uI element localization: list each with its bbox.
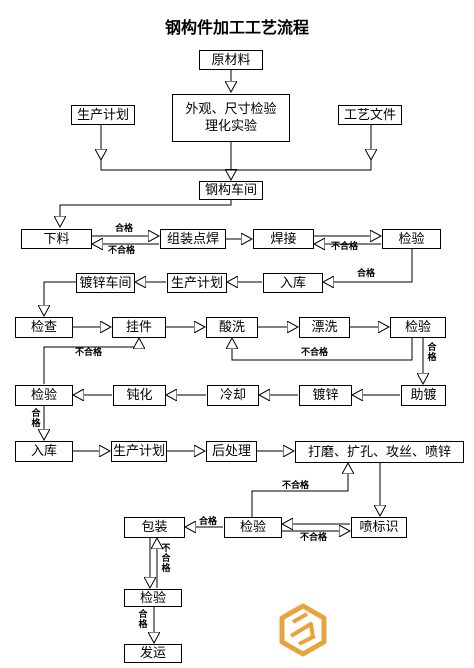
node-cooling: 冷却 [207, 385, 259, 406]
node-check: 检查 [15, 317, 73, 338]
diagram-title: 钢构件加工工艺流程 [164, 18, 309, 37]
label-pass: 合格 [31, 409, 41, 429]
label-fail: 不合格 [161, 544, 171, 574]
label-fail: 不合格 [108, 246, 136, 256]
arrow-inspect-back-hanging [43, 338, 139, 384]
node-hanging: 挂件 [112, 317, 166, 338]
label-pass: 合格 [199, 517, 218, 527]
node-steel-workshop: 钢构车间 [199, 181, 263, 200]
node-flux-plating: 助镀 [401, 385, 446, 406]
arrow-galvshop-to-check [44, 281, 76, 316]
node-warehouse-in-1: 入库 [263, 273, 323, 293]
node-packing: 包装 [124, 517, 185, 538]
company-logo [279, 603, 327, 657]
label-pass: 合格 [427, 343, 437, 363]
node-passivation: 钝化 [113, 385, 166, 406]
logo-hexagon [279, 603, 327, 657]
node-production-plan-top: 生产计划 [71, 105, 135, 125]
arrow-inspect-to-warehouse [323, 248, 413, 282]
node-spray-mark: 喷标识 [351, 517, 407, 538]
label-pass: 合格 [115, 224, 134, 234]
label-fail: 不合格 [282, 481, 310, 491]
node-production-plan-3: 生产计划 [111, 441, 167, 462]
node-shipping: 发运 [124, 644, 182, 663]
arrow-inspect-back-pickling [232, 337, 413, 361]
node-inspect-weld: 检验 [382, 229, 441, 249]
node-assembly-spot-weld: 组装点焊 [160, 229, 226, 249]
node-galvanizing: 镀锌 [299, 385, 352, 406]
label-fail: 不合格 [300, 533, 328, 543]
node-inspect-final: 检验 [224, 517, 282, 538]
label-pass: 合格 [357, 269, 376, 279]
label-fail: 不合格 [75, 348, 103, 358]
node-inspect-pack: 检验 [124, 589, 182, 607]
node-process-file: 工艺文件 [338, 105, 402, 125]
logo-mark [289, 612, 316, 646]
node-cutting: 下料 [21, 229, 92, 249]
arrow-workshop-to-cutting [60, 199, 232, 227]
node-welding: 焊接 [253, 229, 314, 249]
node-inspect-rinse: 检验 [390, 317, 446, 338]
label-pass: 合格 [138, 610, 148, 630]
node-grinding-drilling: 打磨、扩孔、攻丝、喷锌 [295, 441, 464, 463]
node-rinsing: 漂洗 [299, 317, 350, 338]
label-fail: 不合格 [301, 348, 329, 358]
line-merge-plan-file [100, 160, 372, 171]
node-pickling: 酸洗 [206, 317, 258, 338]
label-fail: 不合格 [331, 242, 359, 252]
node-raw-material: 原材料 [199, 50, 263, 70]
node-galvanize-workshop: 镀锌车间 [76, 273, 135, 293]
node-inspection-appearance: 外观、尺寸检验 理化实验 [172, 94, 290, 142]
node-production-plan-2: 生产计划 [167, 273, 227, 293]
node-post-processing: 后处理 [206, 441, 257, 462]
arrow-inspect-back-grinding [251, 463, 348, 517]
node-inspect-passivation: 检验 [15, 385, 73, 406]
node-warehouse-in-2: 入库 [15, 441, 73, 462]
